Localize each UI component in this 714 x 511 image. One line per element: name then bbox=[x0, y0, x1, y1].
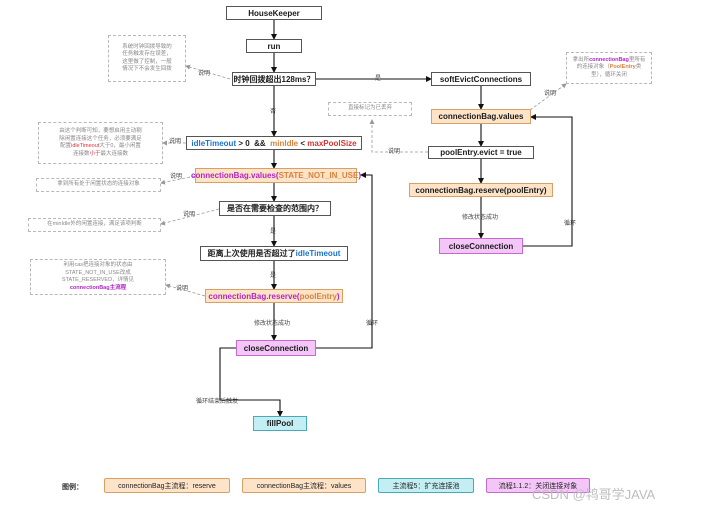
label-yes-range: 是 bbox=[270, 229, 277, 235]
node-idle-condition: idleTimeout > 0 && minIdle < maxPoolSize bbox=[186, 136, 362, 150]
note-clock-rollback: 系统时钟回拨导致的 任务触发存在误差， 这里做了控制，一般 情况下不会发生回拨 bbox=[108, 35, 186, 82]
edge-loop-left bbox=[316, 172, 373, 349]
node-soft-evict: softEvictConnections bbox=[431, 72, 531, 86]
node-fill-pool: fillPool bbox=[253, 416, 307, 431]
node-bag-values-state: connectionBag.values(STATE_NOT_IN_USE) bbox=[191, 168, 361, 183]
node-close-left: closeConnection bbox=[236, 340, 316, 356]
node-run: run bbox=[246, 39, 302, 53]
node-housekeeper: HouseKeeper bbox=[226, 6, 322, 20]
note-idle-condition: 由这个判断可知，要想启用主动剔 除闲置连接这个任务，必须要满足 配置idleTi… bbox=[38, 122, 163, 164]
edge-note-cas bbox=[165, 283, 206, 297]
label-state-changed-right: 修改状态成功 bbox=[462, 215, 499, 221]
node-pool-evict: poolEntry.evict = true bbox=[428, 146, 534, 159]
node-clock-check: 时钟回拨超出128ms？ bbox=[232, 72, 316, 86]
label-loop-left: 循环 bbox=[366, 321, 379, 327]
label-desc-fetch: 说明 bbox=[170, 174, 183, 180]
label-desc-mark: 说明 bbox=[388, 149, 401, 155]
label-desc-values-right: 说明 bbox=[544, 91, 557, 97]
legend-bag-reserve: connectionBag主流程：reserve bbox=[104, 478, 230, 493]
legend-close-conn: 流程1.1.2：关闭连接对象 bbox=[486, 478, 590, 493]
label-yes-idle: 是 bbox=[270, 273, 277, 279]
node-in-range: 是否在需要检查的范围内？ bbox=[219, 201, 331, 216]
label-loop-right: 循环 bbox=[564, 221, 577, 227]
legend-bag-values: connectionBag主流程：values bbox=[242, 478, 366, 493]
label-desc-cas: 说明 bbox=[176, 286, 189, 292]
edge-note-mark bbox=[369, 119, 428, 153]
edge-note-fetch bbox=[160, 175, 196, 185]
note-cas: 利用cas把连接对象的状态由 STATE_NOT_IN_USE改成 STATE_… bbox=[30, 259, 166, 295]
note-range: 在minIdle外的闲置连接，满足该项判断 bbox=[28, 218, 161, 232]
edge-loop-right bbox=[523, 114, 573, 247]
label-desc-clock: 说明 bbox=[198, 71, 211, 77]
note-mark-evicted: 直接标记为已丢弃 bbox=[328, 102, 412, 116]
label-desc-range: 说明 bbox=[183, 212, 196, 218]
node-bag-values-right: connectionBag.values bbox=[431, 109, 531, 124]
edge-note-values-right bbox=[529, 83, 567, 111]
node-close-right: closeConnection bbox=[439, 238, 523, 254]
label-desc-idle: 说明 bbox=[169, 139, 182, 145]
note-fetch-idle: 拿到所有处于闲置状态的连接对象 bbox=[36, 178, 161, 192]
edge-close-fillpool bbox=[219, 347, 283, 417]
edge-note-clock bbox=[185, 64, 231, 80]
label-state-changed-left: 修改状态成功 bbox=[254, 321, 291, 327]
note-values-right: 拿出所connectionBag里所有 的连接对象（PoolEntry类 型），… bbox=[566, 52, 652, 84]
node-bag-reserve-right: connectionBag.reserve(poolEntry) bbox=[409, 183, 553, 197]
watermark: CSDN @鸨哥学JAVA bbox=[532, 487, 656, 502]
node-bag-reserve-left: connectionBag.reserve(poolEntry) bbox=[205, 289, 343, 303]
label-no-clock: 否 bbox=[270, 109, 277, 115]
legend-fill-pool: 主流程5：扩充连接池 bbox=[378, 478, 474, 493]
label-loop-end: 循环结束后触发 bbox=[196, 399, 239, 405]
label-yes-clock: 是 bbox=[375, 76, 382, 82]
legend-title: 图例： bbox=[62, 484, 83, 491]
